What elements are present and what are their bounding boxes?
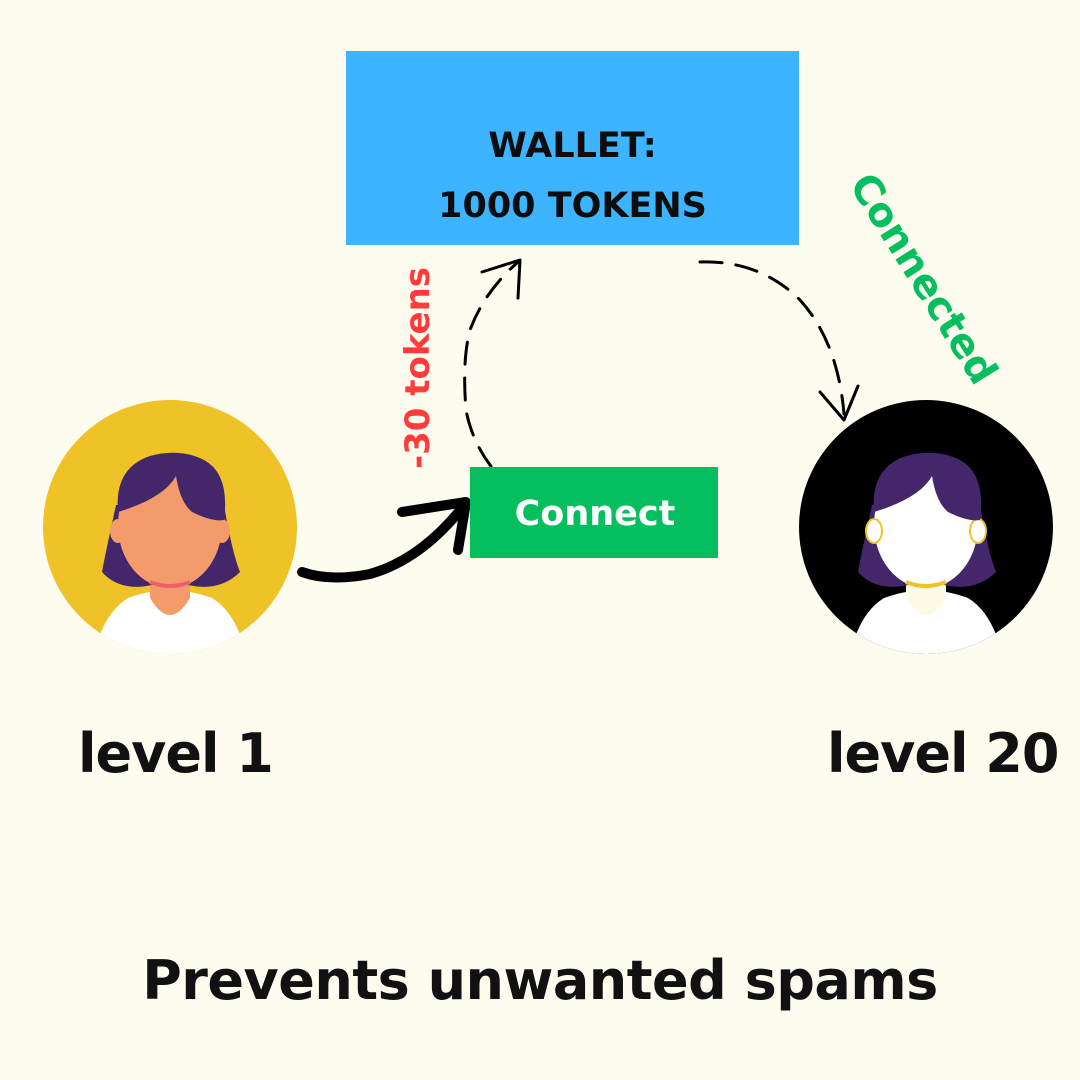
cost-annotation: -30 tokens (398, 266, 438, 470)
wallet-title: WALLET: (488, 126, 657, 166)
connect-button[interactable]: Connect (470, 467, 718, 558)
connect-button-label: Connect (514, 494, 676, 534)
avatar-level-1 (43, 400, 297, 654)
request-arrow (297, 497, 471, 583)
level-label-left: level 1 (78, 722, 274, 785)
connected-arrow (698, 260, 860, 422)
wallet-balance: 1000 TOKENS (438, 186, 707, 226)
footer-caption: Prevents unwanted spams (142, 949, 938, 1012)
payment-arrow (463, 258, 522, 494)
wallet-box: WALLET: 1000 TOKENS (346, 51, 799, 245)
avatar-level-20 (799, 400, 1053, 654)
level-label-right: level 20 (827, 722, 1059, 785)
